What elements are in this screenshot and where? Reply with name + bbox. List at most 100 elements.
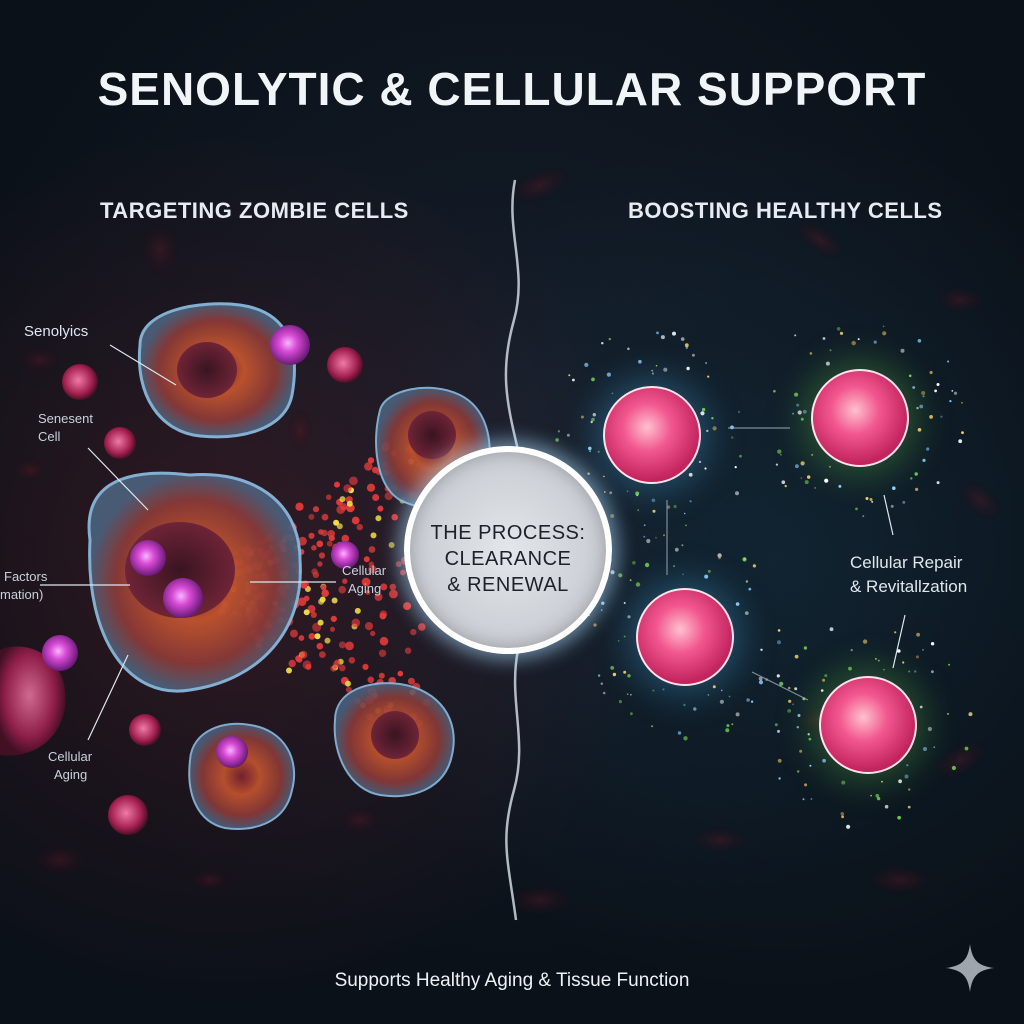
particle	[346, 500, 353, 507]
particle	[364, 462, 373, 471]
sparkle-dot	[951, 390, 954, 392]
sparkle-dot	[752, 564, 757, 568]
sparkle-dot	[824, 674, 828, 678]
sparkle-dot	[720, 689, 723, 692]
particle	[334, 481, 340, 488]
sparkle-dot	[637, 509, 639, 511]
sparkle-dot	[784, 484, 787, 488]
sparkle-dot	[822, 758, 826, 763]
sparkle-dot	[707, 569, 711, 573]
sparkle-dot	[820, 689, 824, 692]
sparkle-dot	[802, 409, 807, 414]
sparkle-dot	[626, 693, 629, 695]
sparkle-dot	[773, 389, 776, 393]
sparkle-dot	[685, 346, 688, 349]
label-senolytics-text: Senolyics	[24, 323, 89, 340]
particle	[368, 561, 374, 567]
sparkle-dot	[870, 794, 872, 797]
sparkle-dot	[777, 758, 782, 763]
sparkle-dot	[746, 698, 750, 702]
particle	[389, 583, 397, 591]
particle	[328, 535, 335, 542]
sparkle-dot	[961, 431, 964, 434]
particle	[368, 565, 377, 574]
sparkle-dot	[797, 410, 802, 415]
sparkle-dot	[811, 454, 813, 456]
particle	[404, 647, 412, 654]
particle	[312, 506, 320, 513]
sparkle-dot	[705, 362, 708, 364]
sparkle-dot	[907, 805, 911, 809]
particle	[314, 633, 321, 640]
sparkle-dot	[908, 670, 911, 673]
particle	[388, 542, 395, 548]
sparkle-dot	[566, 433, 570, 437]
particle	[356, 523, 363, 531]
sparkle-dot	[568, 374, 571, 377]
sparkle-dot	[663, 534, 665, 537]
particle	[299, 650, 308, 659]
particle	[330, 626, 335, 632]
sparkle-dot	[748, 587, 752, 591]
label-cellular-repair-line2: & Revitallzation	[850, 577, 968, 596]
sparkle-dot	[809, 764, 812, 767]
sparkle-dot	[865, 497, 869, 500]
sparkle-dot	[663, 367, 668, 372]
particle	[341, 534, 350, 543]
sparkle-dot	[855, 507, 858, 511]
particle	[298, 536, 307, 546]
sparkle-dot	[555, 438, 559, 442]
sparkle-dot	[686, 366, 690, 371]
particle	[307, 605, 316, 613]
sparkle-dot	[931, 670, 934, 674]
sparkle-dot	[712, 426, 717, 431]
particle	[407, 677, 415, 685]
sparkle-dot	[627, 674, 631, 678]
particle	[395, 561, 402, 568]
sparkle-dot	[800, 417, 804, 421]
particle	[339, 664, 346, 672]
sparkle-dot	[846, 824, 851, 829]
sparkle-dot	[655, 536, 657, 539]
sparkle-dot	[841, 815, 844, 819]
sparkle-dot	[933, 746, 936, 749]
particle	[290, 629, 298, 638]
footer-caption: Supports Healthy Aging & Tissue Function	[334, 970, 690, 991]
sparkle-dot	[915, 655, 919, 659]
sparkle-dot	[693, 707, 697, 711]
sparkle-dot	[592, 413, 596, 417]
particle	[351, 618, 361, 628]
particle	[403, 602, 412, 611]
sparkle-dot	[685, 524, 687, 527]
sparkle-dot	[814, 487, 816, 489]
particle	[366, 483, 376, 492]
sparkle-dot	[915, 487, 919, 491]
sparkle-dot	[788, 699, 792, 703]
label-cellular-aging-low: Cellular Aging	[48, 748, 92, 784]
sparkle-dot	[636, 494, 638, 497]
particle	[389, 589, 398, 599]
particle	[298, 635, 305, 641]
particle	[332, 660, 341, 669]
sparkle-dot	[683, 736, 688, 741]
label-cellular-repair: Cellular Repair & Revitallzation	[850, 551, 967, 599]
particle	[305, 663, 312, 670]
particle	[321, 513, 329, 521]
sparkle-dot	[677, 731, 682, 735]
particle	[378, 649, 387, 657]
sparkle-dot	[635, 491, 640, 496]
sparkle-dot	[617, 640, 620, 642]
particle	[362, 663, 369, 671]
label-factors-line1: Factors	[4, 569, 48, 584]
particle	[354, 607, 361, 614]
sparkle-dot	[807, 733, 810, 736]
particle	[286, 667, 292, 674]
particle	[349, 476, 358, 486]
particle	[367, 676, 375, 684]
particle	[361, 577, 371, 587]
sparkle-dot	[897, 815, 901, 820]
right-section-heading: BOOSTING HEALTHY CELLS	[628, 198, 943, 223]
sparkle-dot	[611, 392, 614, 395]
sparkle-dot	[728, 695, 731, 698]
sparkle-dot	[601, 342, 604, 345]
